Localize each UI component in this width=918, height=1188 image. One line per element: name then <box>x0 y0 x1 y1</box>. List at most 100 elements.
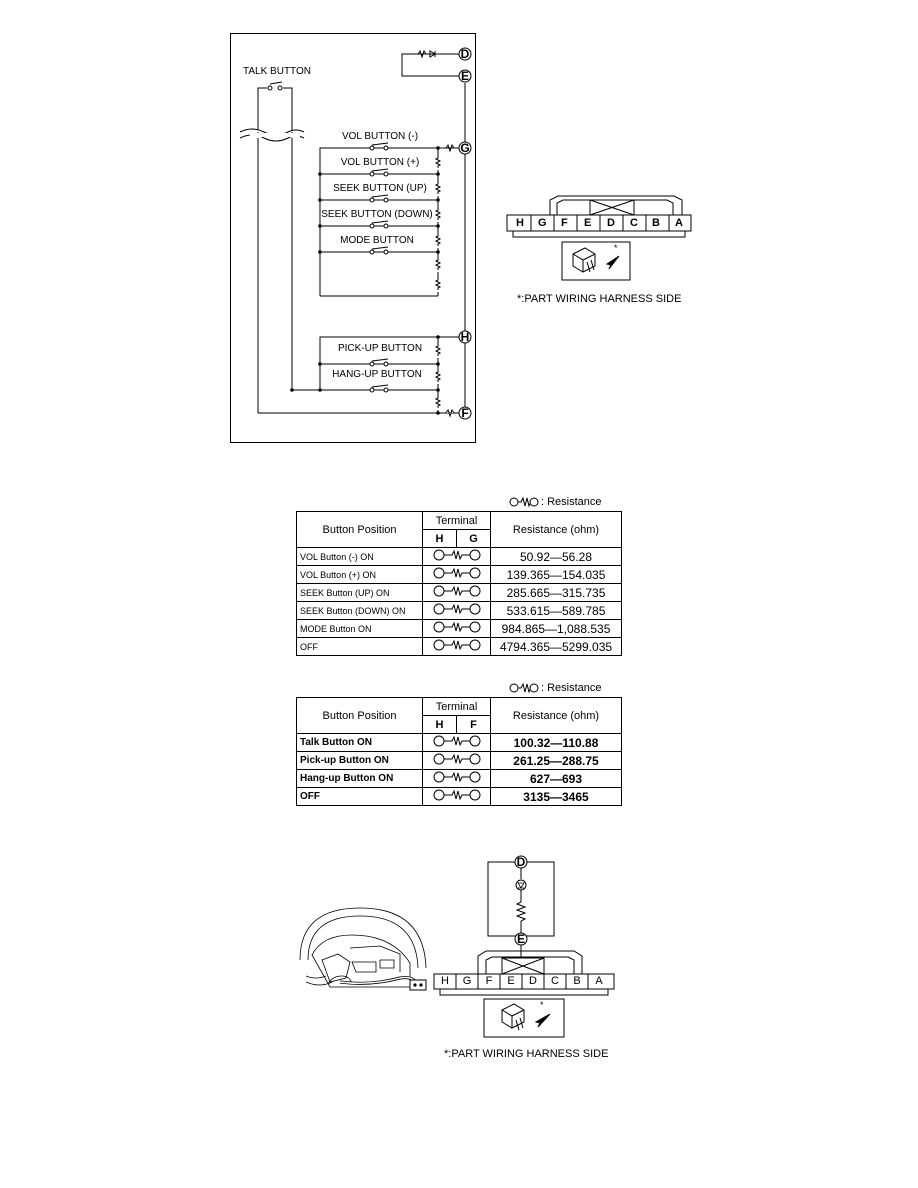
terminal-h <box>458 330 472 344</box>
row-button-position: Hang-up Button ON <box>296 769 423 788</box>
legend-text: : Resistance <box>541 496 602 508</box>
bottom-pin-a: A <box>595 975 603 987</box>
resistance-symbol-icon <box>433 735 480 747</box>
bottom-terminal-e-label: E <box>516 932 526 946</box>
resistance-symbol-icon <box>433 585 480 597</box>
row-resistance: 3135—3465 <box>490 787 622 806</box>
resistance-symbol-icon <box>433 549 480 561</box>
table-row: MODE Button ON 984.865—1,088.535 <box>296 619 622 638</box>
th-button-position: Button Position <box>296 511 423 548</box>
resistance-legend-1: : Resistance <box>509 496 602 508</box>
terminal-g <box>458 141 472 155</box>
th-terminal-f: F <box>456 715 491 734</box>
row-terminal-symbol <box>422 601 491 620</box>
row-resistance: 4794.365—5299.035 <box>490 637 622 656</box>
terminal-f-label: F <box>461 406 469 420</box>
resistance-symbol-icon <box>433 753 480 765</box>
th-terminal-g: G <box>456 529 491 548</box>
row-resistance: 627—693 <box>490 769 622 788</box>
connector-top-pin-h: H <box>516 217 524 229</box>
connector-top-pin-d: D <box>607 217 615 229</box>
terminal-g-label: G <box>460 141 470 155</box>
connector-top-pin-g: G <box>538 217 547 229</box>
table-row: Pick-up Button ON 261.25—288.75 <box>296 751 622 770</box>
row-resistance: 261.25—288.75 <box>490 751 622 770</box>
connector-top-pin-f: F <box>561 217 568 229</box>
row-resistance: 139.365—154.035 <box>490 565 622 584</box>
connector-top-pin-b: B <box>652 217 660 229</box>
resistance-symbol-icon <box>509 682 539 694</box>
table-row: Talk Button ON 100.32—110.88 <box>296 733 622 752</box>
row-resistance: 533.615—589.785 <box>490 601 622 620</box>
terminal-f <box>458 406 472 420</box>
resistance-symbol-icon <box>433 789 480 801</box>
row-resistance: 984.865—1,088.535 <box>490 619 622 638</box>
bottom-pin-b: B <box>573 975 581 987</box>
pick-up-label: PICK-UP BUTTON <box>337 343 423 354</box>
connector-top-pin-c: C <box>630 217 638 229</box>
th-terminal-h: H <box>422 715 457 734</box>
row-resistance: 100.32—110.88 <box>490 733 622 752</box>
talk-button-label: TALK BUTTON <box>243 66 311 77</box>
table-row: OFF 3135—3465 <box>296 787 622 806</box>
vol-minus-label: VOL BUTTON (-) <box>341 131 419 142</box>
hang-up-label: HANG-UP BUTTON <box>332 369 422 380</box>
resistance-symbol-icon <box>433 567 480 579</box>
bottom-caption: *:PART WIRING HARNESS SIDE <box>444 1048 609 1060</box>
table-row: Hang-up Button ON 627—693 <box>296 769 622 788</box>
terminal-e-label: E <box>460 69 470 83</box>
vol-plus-label: VOL BUTTON (+) <box>340 157 420 168</box>
resistance-symbol-icon <box>433 621 480 633</box>
connector-top-pin-e: E <box>584 217 592 229</box>
row-button-position: OFF <box>296 637 423 656</box>
bottom-star: * <box>540 1000 544 1010</box>
resistance-symbol-icon <box>509 496 539 508</box>
seek-down-label: SEEK BUTTON (DOWN) <box>321 209 433 220</box>
bottom-pin-f: F <box>485 975 493 987</box>
th-button-position: Button Position <box>296 697 423 734</box>
resistance-symbol-icon <box>433 771 480 783</box>
row-terminal-symbol <box>422 547 491 566</box>
table-row: VOL Button (+) ON 139.365—154.035 <box>296 565 622 584</box>
row-terminal-symbol <box>422 583 491 602</box>
th-terminal: Terminal <box>422 511 491 530</box>
bottom-terminal-d-label: D <box>516 855 526 869</box>
row-button-position: VOL Button (+) ON <box>296 565 423 584</box>
bottom-pin-g: G <box>462 975 472 987</box>
terminal-e <box>458 69 472 83</box>
row-resistance: 285.665—315.735 <box>490 583 622 602</box>
steering-wheel-illustration <box>299 907 427 988</box>
row-button-position: SEEK Button (UP) ON <box>296 583 423 602</box>
row-button-position: Pick-up Button ON <box>296 751 423 770</box>
table-row: OFF 4794.365—5299.035 <box>296 637 622 656</box>
row-button-position: MODE Button ON <box>296 619 423 638</box>
resistance-table-hf: Button Position Terminal Resistance (ohm… <box>296 697 622 806</box>
bottom-pin-e: E <box>507 975 515 987</box>
row-resistance: 50.92—56.28 <box>490 547 622 566</box>
terminal-h-label: H <box>460 330 470 344</box>
bottom-pin-c: C <box>551 975 559 987</box>
steering-switch-circuit <box>230 33 476 443</box>
connector-top-pin-a: A <box>675 217 683 229</box>
bottom-illustration <box>299 855 615 1038</box>
table-row: SEEK Button (UP) ON 285.665—315.735 <box>296 583 622 602</box>
mode-button-label: MODE BUTTON <box>340 235 414 246</box>
table-row: VOL Button (-) ON 50.92—56.28 <box>296 547 622 566</box>
row-button-position: Talk Button ON <box>296 733 423 752</box>
connector-top-star: * <box>614 243 618 253</box>
terminal-d-label: D <box>460 47 470 61</box>
bottom-pin-d: D <box>529 975 537 987</box>
th-resistance: Resistance (ohm) <box>490 511 622 548</box>
resistance-symbol-icon <box>433 639 480 651</box>
row-button-position: VOL Button (-) ON <box>296 547 423 566</box>
resistance-symbol-icon <box>433 603 480 615</box>
row-terminal-symbol <box>422 619 491 638</box>
row-terminal-symbol <box>422 565 491 584</box>
connector-top-caption: *:PART WIRING HARNESS SIDE <box>517 293 682 305</box>
bottom-terminal-d <box>514 855 528 869</box>
row-terminal-symbol <box>422 637 491 656</box>
connector-top <box>506 195 692 281</box>
row-button-position: OFF <box>296 787 423 806</box>
row-terminal-symbol <box>422 751 491 770</box>
